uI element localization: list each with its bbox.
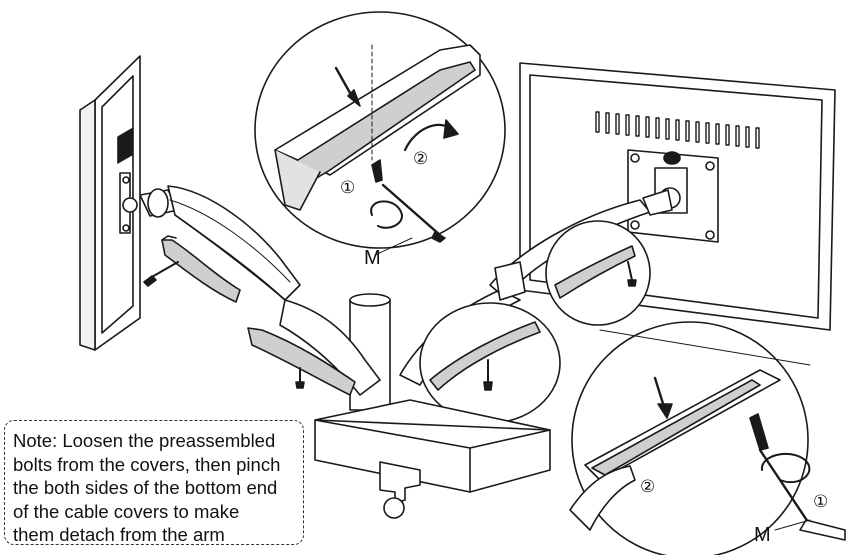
bottom-zoom-bubble [569, 321, 846, 555]
left-upper-arm [139, 185, 301, 301]
left-upper-cover [143, 235, 241, 303]
top-zoom-bubble [254, 11, 506, 249]
note-line: the both sides of the bottom end [13, 477, 278, 498]
left-lower-cover [247, 327, 356, 396]
note-line: Note: Loosen the preassembled [13, 430, 276, 451]
note-line: them detach from the arm [13, 524, 225, 545]
right-lower-cover-zoom [419, 302, 561, 424]
bottom-step1-label: ① [813, 492, 828, 511]
right-upper-cover-zoom [545, 220, 651, 326]
top-step1-label: ① [340, 178, 355, 197]
desk-clamp [314, 399, 551, 519]
bottom-tool-label: M [754, 524, 771, 546]
note-line: bolts from the covers, then pinch [13, 453, 281, 475]
left-monitor [79, 55, 141, 351]
bottom-step2-label: ② [640, 477, 655, 496]
note-box: Note: Loosen the preassembled bolts from… [4, 420, 304, 545]
top-tool-label: M [364, 247, 381, 269]
top-step2-label: ② [413, 149, 428, 168]
note-line: of the cable covers to make [13, 500, 240, 522]
